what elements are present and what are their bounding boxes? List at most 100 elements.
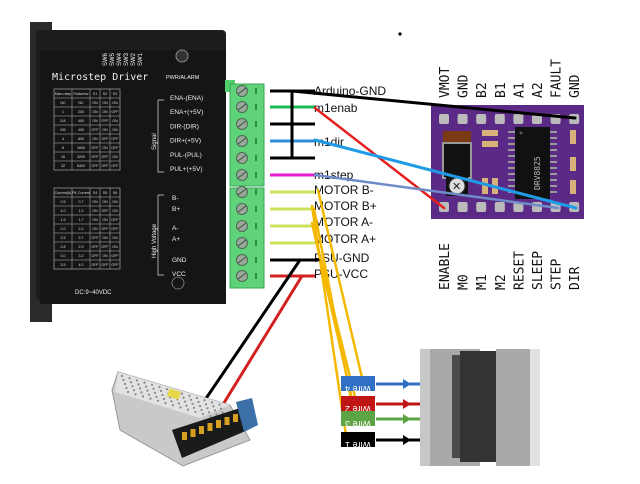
terminal-marker xyxy=(255,257,257,263)
terminal-marker xyxy=(255,240,257,246)
psu-screws xyxy=(182,414,238,440)
table-value: ON xyxy=(112,245,118,249)
resistor-smd xyxy=(482,178,488,194)
top-pin-label: B2 xyxy=(475,82,490,98)
table-value: 6400 xyxy=(77,164,85,168)
resistor-smd xyxy=(570,130,576,144)
resistor-smd xyxy=(570,180,576,194)
table-header: Current(A) xyxy=(55,191,72,195)
table-value: OFF xyxy=(91,164,99,168)
psu-terminal-screw[interactable] xyxy=(207,423,213,431)
psu-terminal-screw[interactable] xyxy=(182,432,187,440)
connection-label: PSU-GND xyxy=(314,251,370,265)
table-value: ON xyxy=(112,200,118,204)
vent-hole xyxy=(128,377,131,380)
gnd-bus-wire xyxy=(270,91,294,160)
signal-terminal-label: DIR-(DIR) xyxy=(170,123,199,130)
table-value: OFF xyxy=(101,137,109,141)
table-value: ON xyxy=(92,101,98,105)
psu-terminal-screw[interactable] xyxy=(199,426,204,434)
table-value: ON xyxy=(92,209,98,213)
psu-terminal-screw[interactable] xyxy=(233,414,238,422)
vent-hole xyxy=(146,389,149,392)
top-pin-label: B1 xyxy=(494,82,509,98)
table-value: ON xyxy=(92,200,98,204)
power-terminal-block xyxy=(229,187,265,289)
switch-label: SW6 xyxy=(103,52,109,66)
table-value: 1.0 xyxy=(61,209,66,213)
bottom-pin-label: M0 xyxy=(457,274,472,290)
vent-hole xyxy=(150,383,154,386)
motor-jumper-wire xyxy=(316,188,365,384)
header-pin[interactable] xyxy=(476,202,487,212)
bottom-pin-label: STEP xyxy=(550,259,565,290)
psu-terminal-screw[interactable] xyxy=(216,420,221,428)
header-pin[interactable] xyxy=(494,114,505,124)
vent-hole xyxy=(188,394,191,397)
chip-lead xyxy=(550,173,557,175)
vent-hole xyxy=(171,404,175,407)
header-pin[interactable] xyxy=(457,114,468,124)
stepper-motor xyxy=(420,349,540,466)
vent-hole xyxy=(203,399,206,402)
vent-hole xyxy=(126,390,130,394)
high-voltage-group-label: High Voltage xyxy=(152,223,158,258)
table-value: 2.0 xyxy=(61,227,66,231)
vent-hole xyxy=(120,374,124,378)
screw-slot xyxy=(237,87,247,95)
table-value: 2.9 xyxy=(79,245,84,249)
vent-hole xyxy=(191,402,194,405)
switch-label: SW1 xyxy=(138,52,144,66)
table-value: NC xyxy=(78,101,84,105)
vent-hole xyxy=(210,401,214,404)
header-pin[interactable] xyxy=(476,114,487,124)
connection-label: m1enab xyxy=(314,101,358,115)
power-terminal-label: VCC xyxy=(172,271,186,278)
signal-bracket xyxy=(157,99,164,173)
vent-hole xyxy=(204,403,208,406)
motor-wire-tag xyxy=(341,411,375,426)
screw-slot xyxy=(237,239,247,247)
arrow-icon xyxy=(403,379,411,389)
high-voltage-bracket xyxy=(157,194,164,276)
table-value: ON xyxy=(102,200,108,204)
vent-hole xyxy=(197,400,200,404)
header-pin[interactable] xyxy=(513,114,524,124)
table-value: OFF xyxy=(111,164,119,168)
chip-lead xyxy=(508,149,515,151)
vent-hole xyxy=(189,398,193,401)
table-header: PK Current xyxy=(72,191,90,195)
step-jumper-wire xyxy=(313,173,560,210)
table-value: ON xyxy=(92,227,98,231)
table-header: S6 xyxy=(113,191,117,195)
chip-lead xyxy=(508,161,515,163)
table-header: S5 xyxy=(103,191,107,195)
table-value: 400 xyxy=(78,119,84,123)
table-value: 0.5 xyxy=(61,200,66,204)
header-pin[interactable] xyxy=(513,202,524,212)
vent-hole xyxy=(135,379,139,382)
psu-terminal-screw[interactable] xyxy=(224,417,230,425)
table-value: OFF xyxy=(101,263,109,267)
vent-hole xyxy=(164,401,167,405)
header-pin[interactable] xyxy=(494,202,505,212)
header-pin[interactable] xyxy=(532,114,542,124)
header-pin[interactable] xyxy=(457,202,468,212)
table-value: OFF xyxy=(101,164,109,168)
table-value: OFF xyxy=(111,227,119,231)
table-value: 2.2 xyxy=(79,227,84,231)
dir-jumper-wire xyxy=(313,138,578,210)
table-value: OFF xyxy=(101,155,109,159)
header-pin[interactable] xyxy=(439,114,449,124)
table-value: OFF xyxy=(111,254,119,258)
table-value: 2/B xyxy=(60,128,66,132)
vent-hole xyxy=(194,410,197,413)
motor-wire-tag xyxy=(341,396,375,411)
power-supply xyxy=(111,371,258,467)
psu-terminal-screw[interactable] xyxy=(190,429,196,437)
psu-label-sticker xyxy=(167,388,181,400)
vent-hole xyxy=(192,406,196,409)
chip-lead xyxy=(550,155,557,157)
